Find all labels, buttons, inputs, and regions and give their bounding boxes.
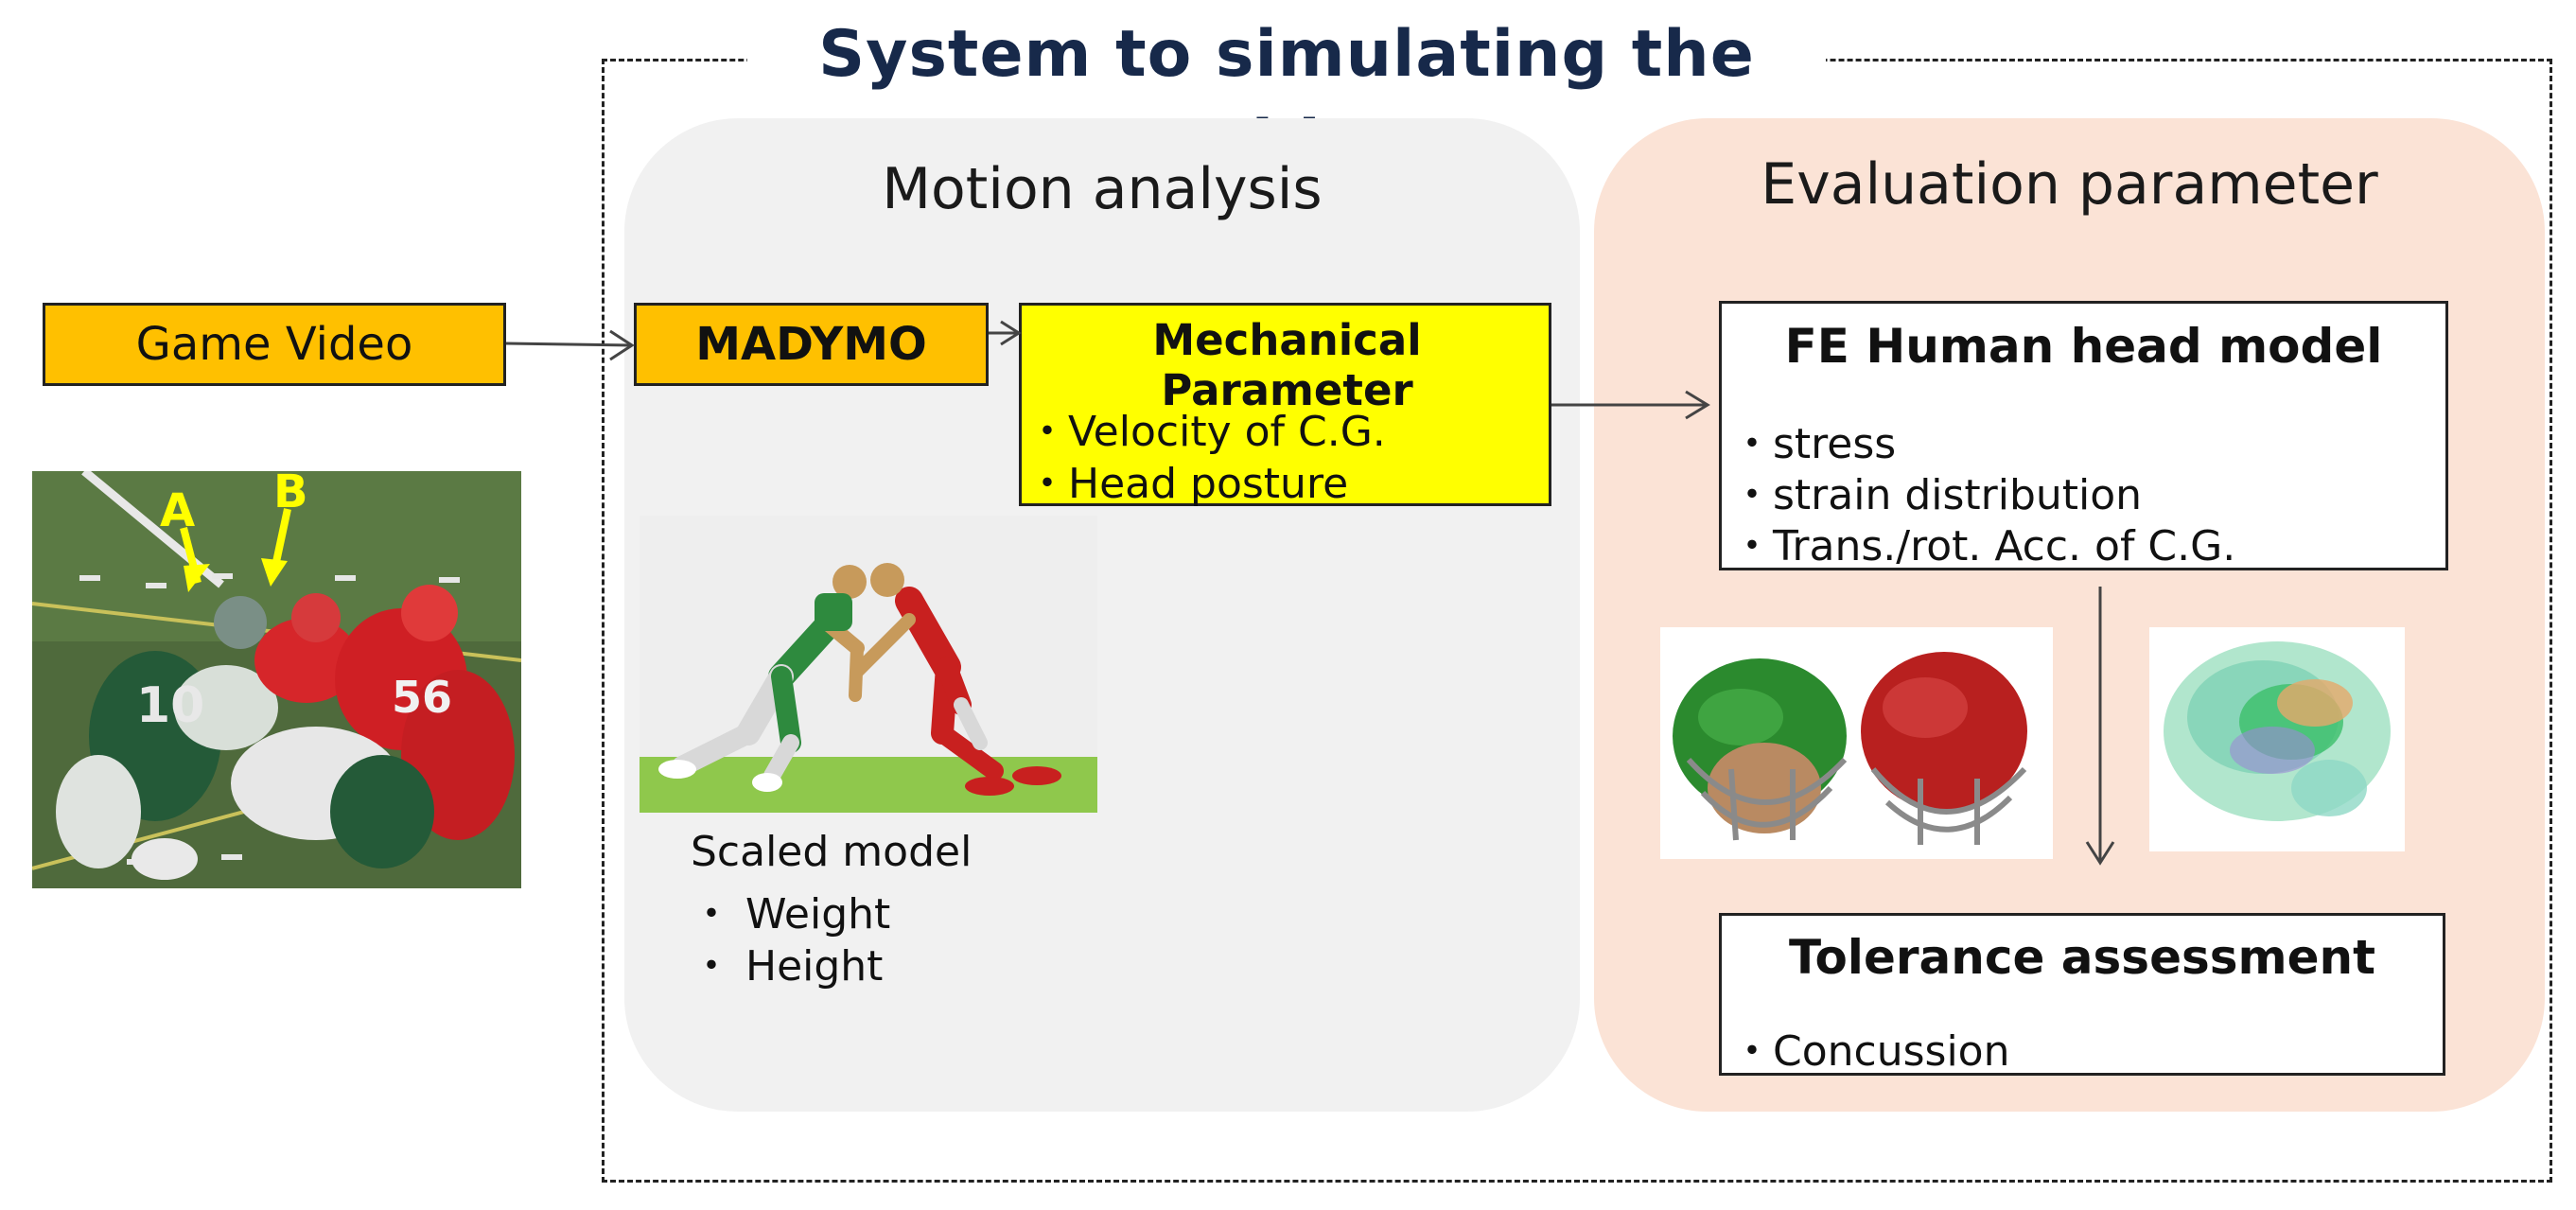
game-photo: 10 56 A B	[32, 471, 521, 888]
scaled-model-title: Scaled model	[691, 828, 973, 876]
player-label-a: A	[160, 484, 195, 537]
tolerance-assessment-title: Tolerance assessment	[1788, 930, 2376, 985]
svg-text:56: 56	[392, 672, 452, 723]
mechanical-parameter-box	[1019, 303, 1551, 506]
motion-analysis-title: Motion analysis	[882, 156, 1323, 222]
mechanical-parameter-item: ・Head posture	[1026, 460, 1349, 508]
mechanical-parameter-title: Mechanical Parameter	[1152, 315, 1422, 415]
arrow-game-video-to-madymo	[505, 342, 633, 347]
game-video-box: Game Video	[43, 303, 506, 386]
fe-head-model-item: ・stress	[1731, 420, 1897, 468]
player-label-b: B	[273, 471, 308, 518]
tolerance-assessment-box	[1719, 913, 2445, 1076]
evaluation-parameter-title: Evaluation parameter	[1761, 151, 2378, 218]
fe-head-model-title: FE Human head model	[1784, 319, 2383, 374]
madymo-simulation-image	[640, 516, 1097, 813]
helmet-models-image	[1660, 627, 2053, 859]
svg-text:10: 10	[136, 677, 204, 734]
fe-head-model-box	[1719, 301, 2448, 570]
madymo-box: MADYMO	[634, 303, 989, 386]
fe-head-model-item: ・Trans./rot. Acc. of C.G.	[1731, 522, 2236, 570]
scaled-model-item: ・ Height	[691, 942, 884, 991]
scaled-model-item: ・ Weight	[691, 890, 891, 938]
mechanical-parameter-item: ・Velocity of C.G.	[1026, 408, 1386, 456]
tolerance-assessment-item: ・Concussion	[1731, 1027, 2010, 1076]
brain-model-image	[2149, 627, 2405, 851]
fe-head-model-item: ・strain distribution	[1731, 471, 2143, 519]
